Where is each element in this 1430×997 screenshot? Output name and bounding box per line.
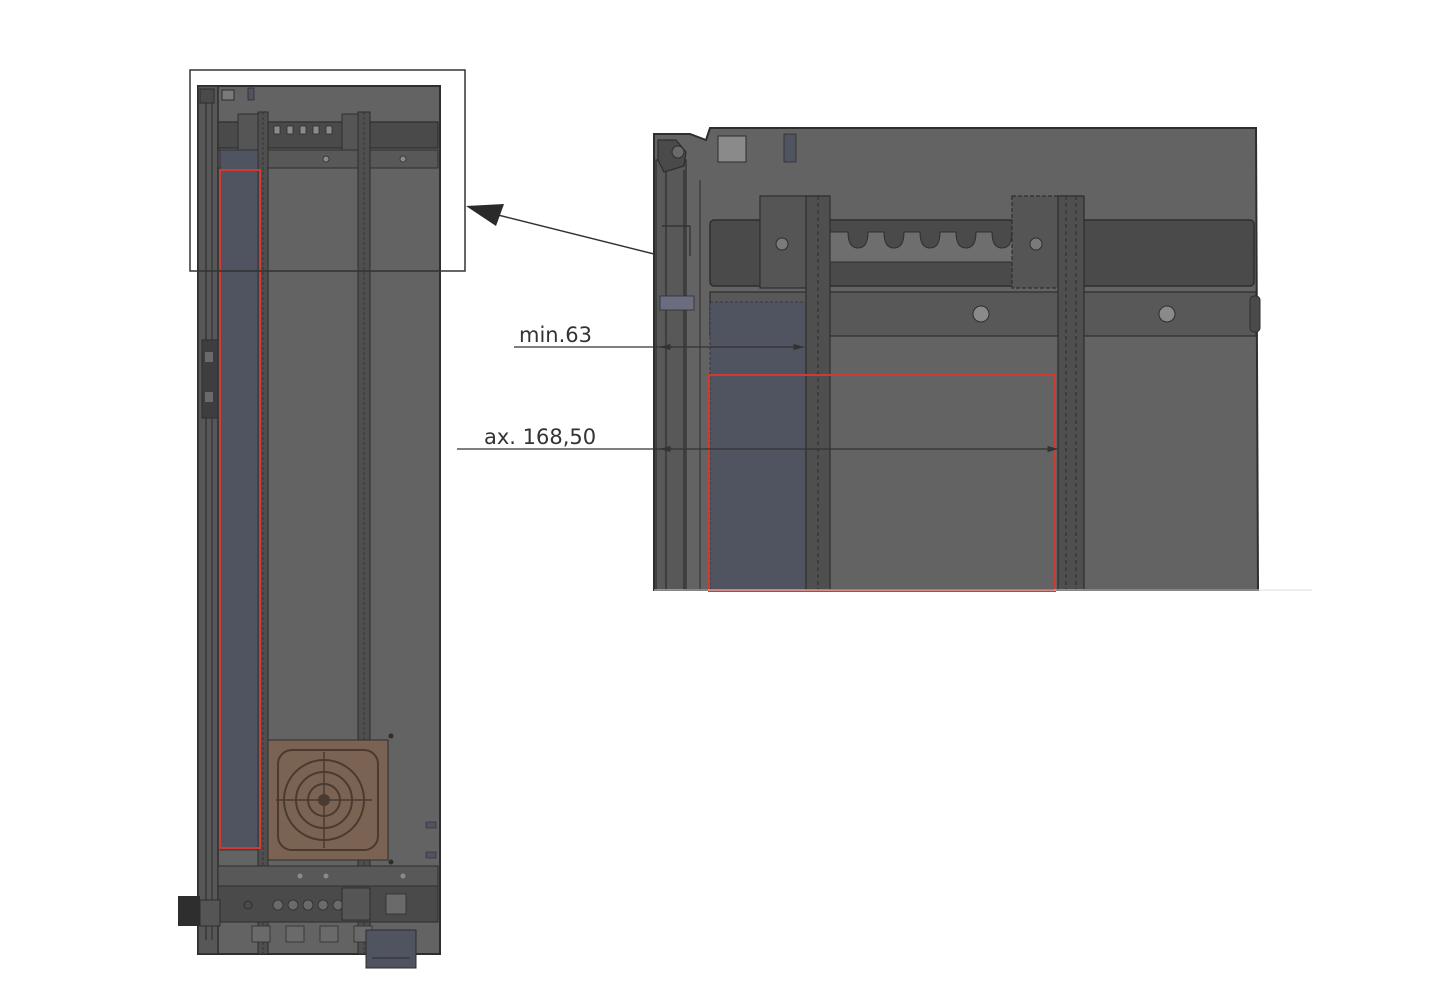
side-lock <box>201 339 219 419</box>
dimension-max: ax. 168,50 <box>457 425 1058 453</box>
cabinet-full-view <box>178 85 441 969</box>
fan-grille-icon <box>267 739 389 861</box>
dimension-max-label: ax. 168,50 <box>484 425 596 449</box>
rack-teeth-detail <box>829 231 1015 263</box>
rack-teeth <box>273 125 333 135</box>
cabinet-detail-view <box>653 127 1261 592</box>
zoom-selection-box <box>189 69 466 272</box>
dimension-min: min.63 <box>514 323 804 351</box>
highlight-outline-detail <box>708 374 1056 592</box>
zoom-leader-line <box>497 214 659 256</box>
highlight-outline-full <box>219 169 261 849</box>
dimension-min-label: min.63 <box>519 323 592 347</box>
arrow-head-icon <box>466 204 504 226</box>
